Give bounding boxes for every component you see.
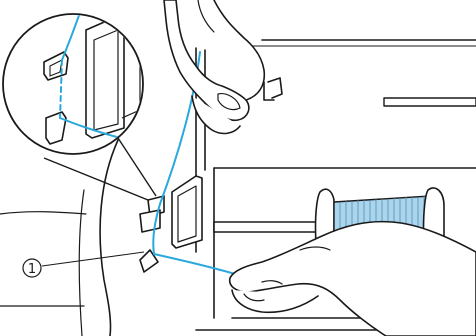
inset-connector-right	[118, 138, 156, 196]
upper-hand	[164, 0, 264, 133]
inset-connector-left	[44, 158, 148, 200]
callout-1: 1	[23, 252, 144, 277]
spool-pin	[214, 222, 322, 232]
magnified-inset	[3, 0, 156, 200]
callout-leader-line	[42, 252, 144, 266]
lower-hand	[230, 222, 476, 336]
callout-number: 1	[28, 262, 36, 277]
